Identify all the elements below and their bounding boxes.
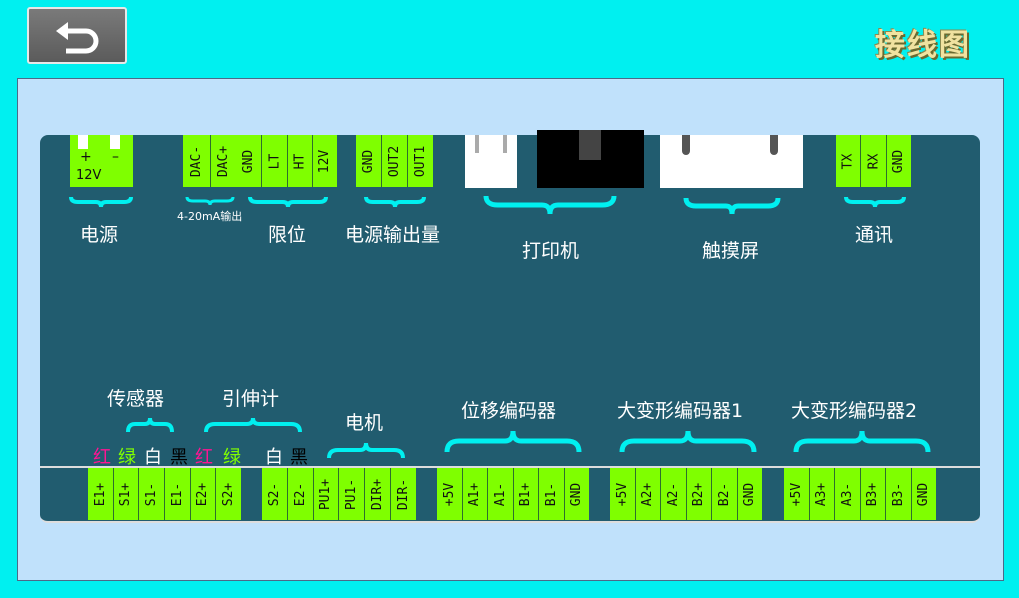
- comm-label: 通讯: [855, 224, 894, 246]
- big-encoder1-pin: GND: [742, 482, 758, 506]
- big-encoder2-brace: [793, 430, 931, 453]
- motor-pin: DIR-: [396, 478, 412, 510]
- comm-terminal: TX RX GND: [836, 135, 911, 187]
- disp-encoder-pin: A1+: [463, 468, 488, 520]
- big-encoder2-pin: B3-: [886, 468, 912, 520]
- sensor-wire-green: 绿: [118, 447, 136, 468]
- big-encoder1-pin: A2+: [636, 468, 661, 520]
- limit-label: 限位: [268, 224, 307, 246]
- comm-pin: TX: [836, 135, 862, 187]
- big-encoder2-label: 大变形编码器2: [791, 400, 918, 422]
- power-out-brace: [364, 196, 426, 208]
- power-label: 电源: [80, 224, 119, 246]
- big-encoder1-brace: [619, 430, 757, 453]
- disp-encoder-label: 位移编码器: [461, 400, 557, 422]
- limit-terminal: GND LT HT 12V: [237, 135, 337, 187]
- ext-pin: E2-: [288, 468, 314, 520]
- printer-connector: [537, 130, 644, 188]
- ext-pin: E2+: [191, 468, 217, 520]
- ext-wire-black: 黑: [290, 447, 308, 468]
- motor-label: 电机: [345, 412, 384, 434]
- big-encoder1-label: 大变形编码器1: [617, 400, 744, 422]
- big-encoder2-terminal: +5V A3+ A3- B3+ B3- GND: [784, 468, 936, 520]
- ext-wire-white: 白: [265, 447, 283, 468]
- sensor-pin: S1+: [114, 468, 140, 520]
- sensor-pin: E1-: [165, 468, 191, 520]
- big-encoder2-pin: A3+: [810, 468, 835, 520]
- dac-note: 4-20mA输出: [177, 210, 243, 223]
- touchscreen-brace: [683, 197, 781, 215]
- dac-pin: DAC+: [216, 145, 232, 177]
- power-out-pin: GND: [356, 135, 382, 187]
- big-encoder1-pin: B2-: [712, 468, 738, 520]
- power-plus: +: [80, 149, 92, 165]
- motor-brace: [327, 442, 405, 459]
- power-minus: –: [112, 149, 119, 165]
- printer-label: 打印机: [522, 240, 580, 262]
- sensor-pin: S1-: [139, 468, 166, 520]
- touchscreen-connector: [660, 135, 803, 188]
- limit-pin: 12V: [317, 149, 333, 173]
- limit-pin: LT: [262, 135, 288, 187]
- big-encoder2-pin: A3-: [835, 468, 861, 520]
- disp-encoder-pin: B1-: [539, 468, 565, 520]
- circuit-board: [40, 135, 980, 521]
- big-encoder2-pin: +5V: [784, 468, 810, 520]
- big-encoder2-pin: GND: [916, 482, 932, 506]
- printer-brace: [483, 195, 617, 215]
- back-button[interactable]: [27, 7, 127, 64]
- sensor-wire-black: 黑: [170, 447, 188, 468]
- sensor-brace: [126, 417, 174, 433]
- sensor-pin: E1+: [88, 468, 114, 520]
- ext-pin: S2-: [262, 468, 288, 520]
- ext-wire-green: 绿: [223, 447, 241, 468]
- big-encoder1-pin: B2+: [687, 468, 712, 520]
- extensometer-brace: [204, 417, 302, 433]
- motor-pin: DIR+: [365, 468, 392, 520]
- small-white-connector: [465, 135, 517, 188]
- disp-encoder-brace: [444, 430, 582, 453]
- power-out-pin: OUT2: [382, 135, 408, 187]
- extensometer-label: 引伸计: [222, 388, 280, 410]
- sensor-terminal: E1+ S1+ S1- E1- E2+ S2+: [88, 468, 241, 520]
- big-encoder1-pin: +5V: [610, 468, 636, 520]
- comm-pin: GND: [891, 149, 907, 173]
- touchscreen-label: 触摸屏: [702, 240, 760, 262]
- sensor-label: 传感器: [107, 388, 165, 410]
- big-encoder2-pin: B3+: [861, 468, 886, 520]
- ext-wire-red: 红: [195, 447, 213, 468]
- motor-pin: PU1+: [314, 468, 340, 520]
- disp-encoder-pin: +5V: [437, 468, 463, 520]
- dac-terminal: DAC- DAC+: [183, 135, 237, 187]
- big-encoder1-terminal: +5V A2+ A2- B2+ B2- GND: [610, 468, 762, 520]
- disp-encoder-pin: B1+: [514, 468, 539, 520]
- ext-motor-terminal: S2- E2- PU1+ PU1- DIR+ DIR-: [262, 468, 416, 520]
- motor-pin: PU1-: [339, 468, 366, 520]
- power-brace: [69, 196, 133, 208]
- comm-brace: [844, 196, 906, 208]
- power-voltage: 12V: [76, 168, 102, 183]
- sensor-wire-red: 红: [93, 447, 111, 468]
- big-encoder1-pin: A2-: [661, 468, 687, 520]
- sensor-wire-white: 白: [144, 447, 162, 468]
- disp-encoder-pin: GND: [569, 482, 585, 506]
- comm-pin: RX: [861, 135, 887, 187]
- page-title: 接线图: [875, 28, 971, 63]
- dac-pin: DAC-: [183, 135, 211, 187]
- limit-brace: [248, 196, 328, 208]
- power-out-terminal: GND OUT2 OUT1: [356, 135, 433, 187]
- disp-encoder-pin: A1-: [488, 468, 514, 520]
- back-arrow-icon: [56, 21, 99, 53]
- dac-brace: [185, 196, 235, 206]
- power-out-pin: OUT1: [413, 145, 428, 177]
- power-terminal: + – 12V: [70, 135, 133, 187]
- power-out-label: 电源输出量: [345, 224, 441, 246]
- limit-pin: HT: [288, 135, 313, 187]
- ext-pin: S2+: [221, 482, 237, 506]
- disp-encoder-terminal: +5V A1+ A1- B1+ B1- GND: [437, 468, 589, 520]
- limit-pin: GND: [237, 135, 263, 187]
